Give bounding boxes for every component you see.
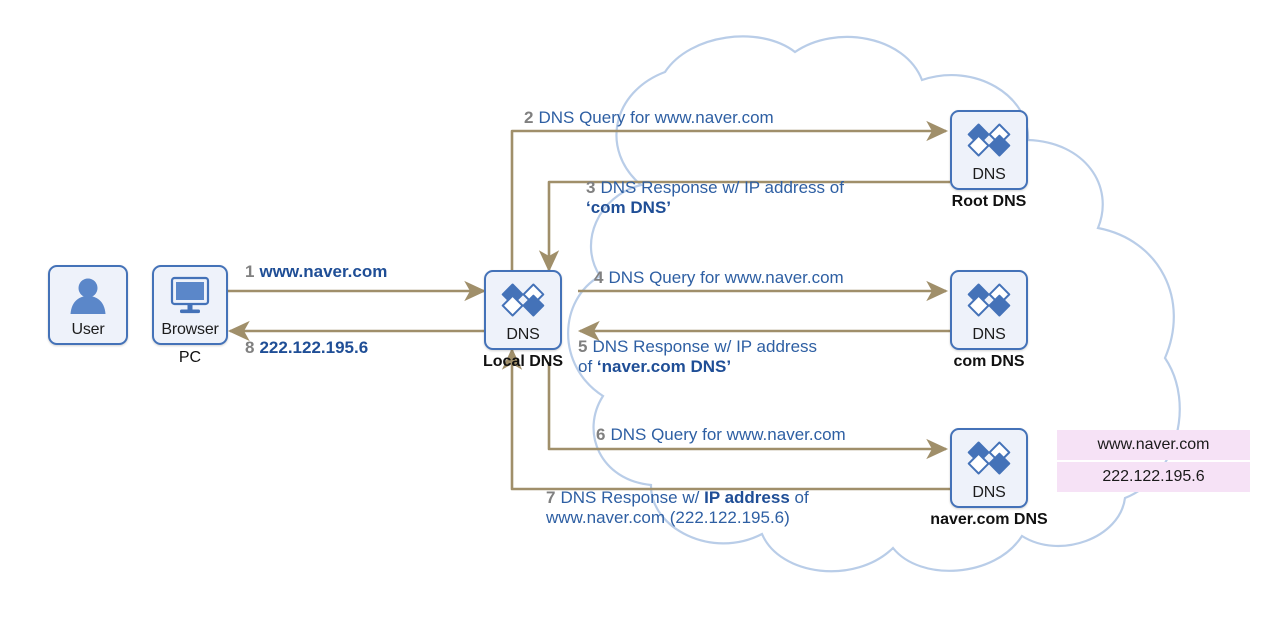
com-dns-caption: com DNS [953,353,1025,370]
step-number-3: 3 [586,178,596,197]
arrow-step-3 [538,180,950,273]
naver-dns-inner-label: DNS [972,484,1006,501]
node-user[interactable]: User [48,265,128,345]
naver-dns-caption: naver.com DNS [930,511,1048,528]
node-local-dns[interactable]: DNS Local DNS [483,270,563,370]
node-root-dns[interactable]: DNS Root DNS [950,110,1028,210]
step-number-7: 7 [546,488,556,507]
step-number-6: 6 [596,425,606,444]
dns-icon [952,272,1026,327]
node-com-dns[interactable]: DNS com DNS [950,270,1028,370]
dns-icon [952,112,1026,167]
record-domain: www.naver.com [1057,430,1250,460]
step-number-5: 5 [578,337,588,356]
record-ip: 222.122.195.6 [1057,462,1250,492]
step-text-5-line1: DNS Response w/ IP address [592,337,818,356]
root-dns-inner-label: DNS [972,166,1006,183]
node-browser[interactable]: Browser PC [152,265,228,366]
browser-caption: PC [178,349,202,366]
step-number-8: 8 [245,338,255,357]
dns-record-card: www.naver.com 222.122.195.6 [1057,430,1250,492]
arrow-step-2 [510,120,949,278]
step-number-2: 2 [524,108,534,127]
root-dns-caption: Root DNS [951,193,1027,210]
step-text-3-line1: DNS Response w/ IP address of [600,178,844,197]
step-text-5-line2-pre: of [578,357,597,377]
browser-inner-label: Browser [161,321,219,338]
local-dns-inner-label: DNS [506,326,540,343]
step-number-4: 4 [594,268,604,287]
com-dns-inner-label: DNS [972,326,1006,343]
step-text-3-line2: ‘com DNS’ [586,198,672,218]
person-icon [50,267,126,322]
step-text-4: DNS Query for www.naver.com [608,268,844,287]
step-text-2: DNS Query for www.naver.com [538,108,774,127]
step-text-1: www.naver.com [259,262,388,281]
step-text-7-bold: IP address [704,488,790,507]
step-text-6: DNS Query for www.naver.com [610,425,846,444]
arrow-step-7 [501,347,950,491]
arrow-step-6 [547,362,949,460]
monitor-icon [154,267,226,322]
local-dns-caption: Local DNS [482,353,564,370]
cloud-outline [567,35,1181,573]
step-text-8: 222.122.195.6 [259,338,369,357]
node-naver-dns[interactable]: DNS naver.com DNS [930,428,1048,528]
step-text-7-pre: DNS Response w/ [560,488,705,507]
dns-icon [486,272,560,327]
step-text-7-post: of [789,488,809,507]
step-number-1: 1 [245,262,255,281]
user-inner-label: User [71,321,105,338]
step-text-7-line2: www.naver.com (222.122.195.6) [546,508,790,528]
dns-icon [952,430,1026,485]
step-text-5-line2-bold: ‘naver.com DNS’ [596,357,732,377]
